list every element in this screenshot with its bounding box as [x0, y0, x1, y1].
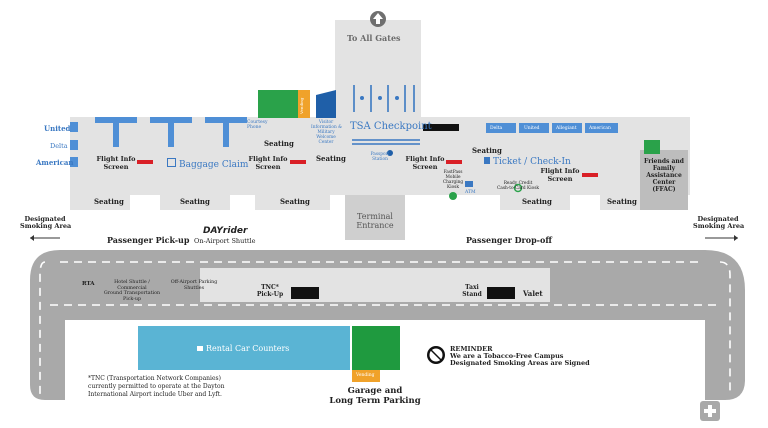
airline-tile-allegiant: Allegiant — [556, 126, 577, 131]
garage-vending: Vending — [356, 373, 375, 378]
passenger-pickup: Passenger Pick-up — [107, 235, 190, 245]
smoking-area-right: Designated Smoking Area — [693, 215, 745, 230]
flight-info-marker — [446, 160, 462, 164]
seating-top-3: Seating — [472, 146, 502, 155]
to-all-gates: To All Gates — [347, 33, 401, 43]
baggage-icon — [167, 158, 176, 167]
seating-bottom-3: Seating — [280, 197, 310, 206]
seating-top-2: Seating — [316, 154, 346, 163]
tnc-note: *TNC (Transportation Network Companies) … — [88, 375, 225, 398]
flight-info-1: Flight Info Screen — [96, 155, 136, 171]
passenger-dropoff: Passenger Drop-off — [466, 235, 552, 245]
dayrider-label: DAYrider — [203, 226, 248, 236]
seating-bottom-1: Seating — [94, 197, 124, 206]
fastpass-kiosk: FastPass Mobile Charging Kiosk — [442, 170, 464, 190]
cash-kiosk: Ready Credit Cash-to-Card Kiosk — [496, 181, 540, 191]
tnc-pickup: TNC* Pick-Up — [256, 284, 284, 298]
dayrider-sub: On-Airport Shuttle — [194, 237, 256, 245]
tnc-block — [291, 287, 319, 299]
car-icon — [197, 346, 203, 351]
courtesy-phone: Courtesy Phone — [247, 120, 268, 130]
airline-american: American — [36, 158, 74, 167]
vending-label: Vending — [299, 97, 304, 114]
seating-bottom-4: Seating — [522, 197, 552, 206]
reminder-line2: Designated Smoking Areas are Signed — [450, 359, 590, 367]
ticket-checkin-label: Ticket / Check-In — [484, 157, 571, 167]
seating-bottom-2: Seating — [180, 197, 210, 206]
counter-block — [423, 124, 459, 131]
ffac-label: Friends and Family Assistance Center (FF… — [644, 158, 684, 193]
reminder-title: REMINDER — [450, 345, 493, 353]
airline-tile-delta: Delta — [490, 126, 503, 131]
offairport-shuttles: Off-Airport Parking Shuttles — [170, 280, 218, 291]
smoking-area-left: Designated Smoking Area — [20, 215, 72, 230]
flight-info-3: Flight Info Screen — [405, 155, 445, 171]
ticket-icon — [484, 157, 490, 164]
airline-tile-american: American — [589, 126, 611, 131]
rental-car-label: Rental Car Counters — [197, 344, 289, 353]
taxi-block — [487, 287, 515, 299]
tsa-checkpoint-label: TSA Checkpoint — [350, 121, 432, 132]
baggage-claim-label: Baggage Claim — [167, 158, 248, 170]
rta-label: RTA — [82, 281, 95, 287]
flight-info-marker — [137, 160, 153, 164]
passport-station: Passport Station — [370, 152, 390, 162]
garage-label: Garage and Long Term Parking — [329, 386, 421, 406]
seating-top-1: Seating — [264, 139, 294, 148]
reminder-line1: We are a Tobacco-Free Campus — [450, 352, 564, 360]
flight-info-marker — [290, 160, 306, 164]
hotel-shuttle: Hotel Shuttle / Commercial Ground Transp… — [103, 280, 161, 302]
airline-tile-united: United — [524, 126, 540, 131]
visitor-center: Visitor Information & Military Welcome C… — [311, 120, 342, 145]
airline-delta: Delta — [50, 142, 68, 150]
terminal-entrance: Terminal Entrance — [356, 212, 394, 230]
taxi-stand: Taxi Stand — [462, 284, 482, 298]
seating-bottom-5: Seating — [607, 197, 637, 206]
valet-label: Valet — [523, 289, 543, 298]
airline-united: United — [44, 124, 71, 133]
atm-label: ATM — [465, 190, 476, 195]
flight-info-4: Flight Info Screen — [540, 167, 580, 183]
flight-info-marker — [582, 173, 598, 177]
flight-info-2: Flight Info Screen — [248, 155, 288, 171]
